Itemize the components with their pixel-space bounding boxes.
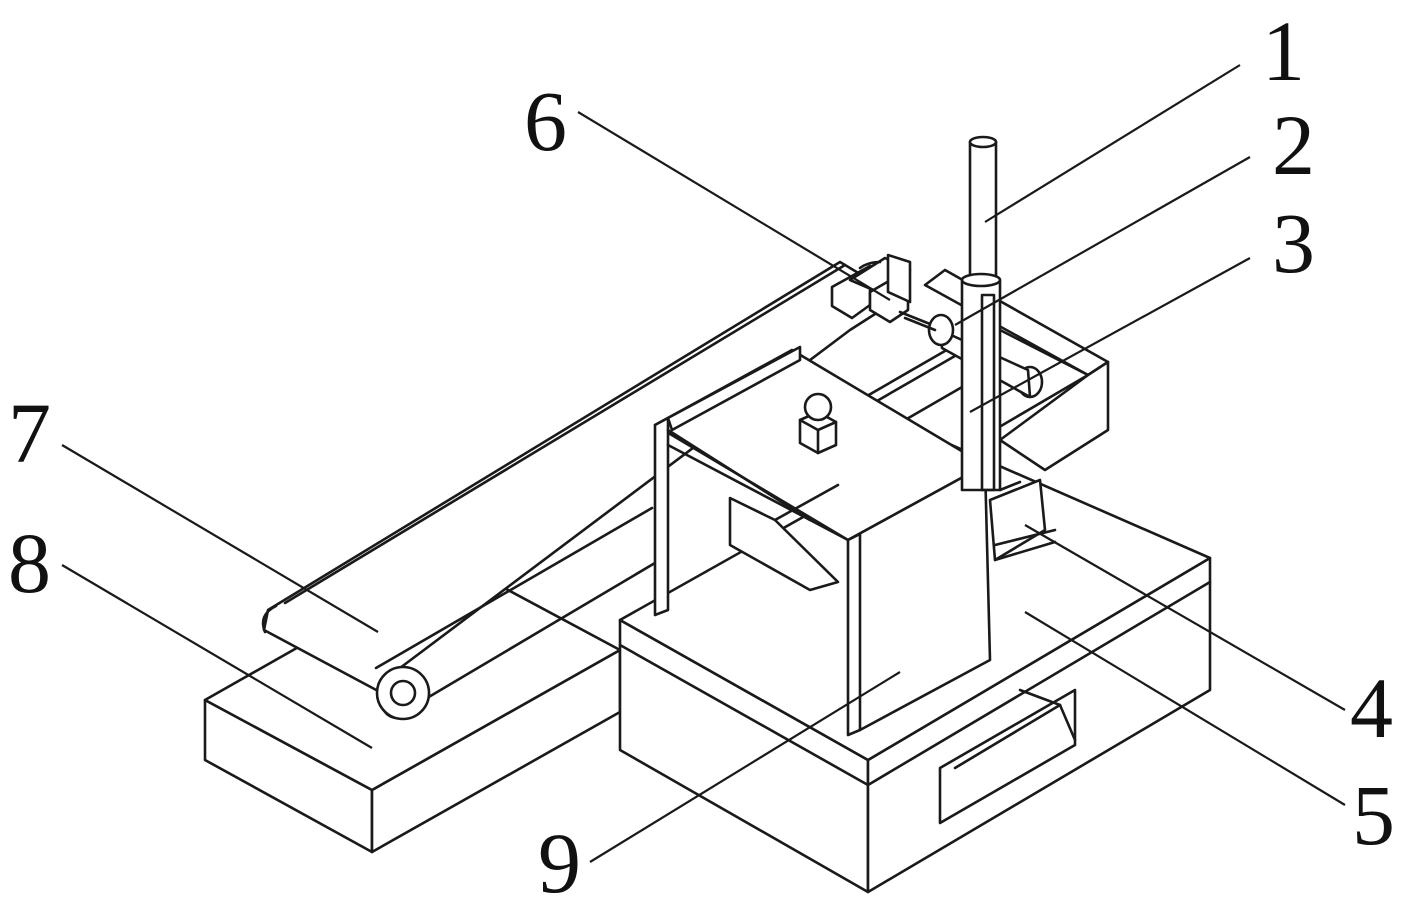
part-label-3: 3 xyxy=(1272,195,1315,291)
part-label-9: 9 xyxy=(538,815,581,911)
leader-lines xyxy=(61,64,1346,863)
knob xyxy=(798,392,838,455)
part-label-5: 5 xyxy=(1352,767,1395,863)
part-label-8: 8 xyxy=(8,515,51,611)
conveyor-belt xyxy=(261,260,902,721)
part-label-1: 1 xyxy=(1262,3,1305,99)
vertical-column xyxy=(960,135,1002,492)
slide-rail xyxy=(988,478,1057,562)
part-label-2: 2 xyxy=(1272,97,1315,193)
part-label-7: 7 xyxy=(8,385,51,481)
clamp-bracket xyxy=(830,253,937,332)
part-label-6: 6 xyxy=(524,73,567,169)
part-label-4: 4 xyxy=(1350,660,1393,756)
